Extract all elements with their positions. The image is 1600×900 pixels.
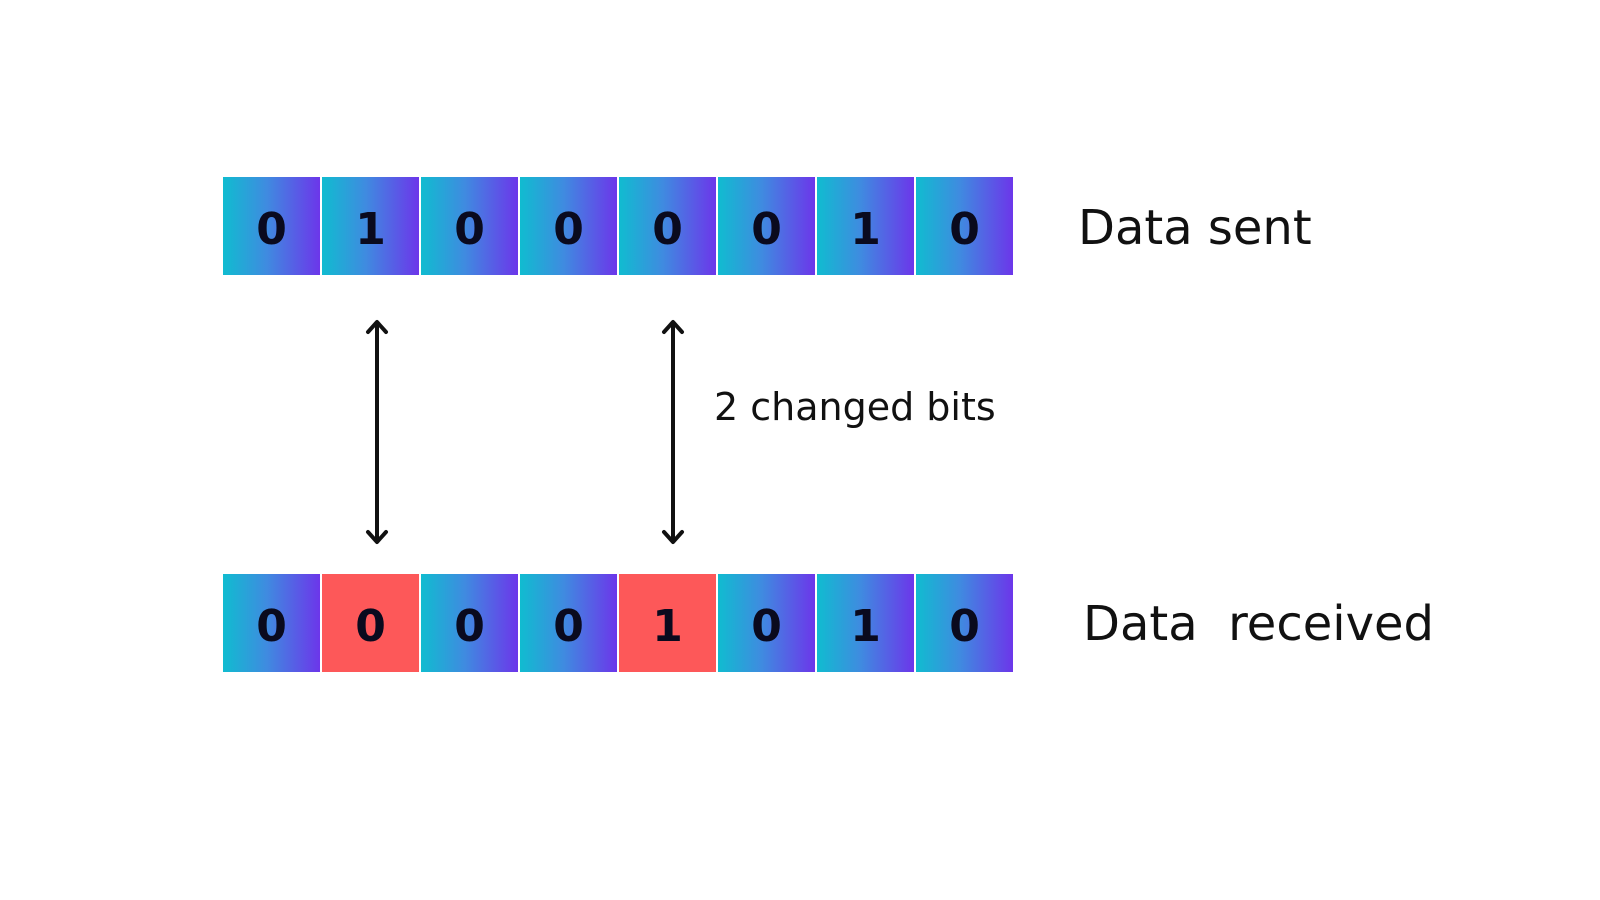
received-bit: 0 bbox=[421, 574, 518, 672]
double-arrow-icon bbox=[662, 320, 684, 544]
sent-bit: 0 bbox=[916, 177, 1013, 275]
received-bits-row: 0 0 0 0 1 0 1 0 bbox=[223, 574, 1013, 672]
sent-bit: 0 bbox=[718, 177, 815, 275]
sent-bit: 1 bbox=[817, 177, 914, 275]
received-bit: 0 bbox=[520, 574, 617, 672]
data-received-label: Data received bbox=[1083, 596, 1434, 652]
sent-bit: 0 bbox=[619, 177, 716, 275]
sent-bit: 0 bbox=[520, 177, 617, 275]
received-bit: 0 bbox=[223, 574, 320, 672]
changed-bits-annotation: 2 changed bits bbox=[714, 385, 996, 429]
received-bit: 0 bbox=[916, 574, 1013, 672]
received-bit: 1 bbox=[817, 574, 914, 672]
sent-bits-row: 0 1 0 0 0 0 1 0 bbox=[223, 177, 1013, 275]
data-sent-label: Data sent bbox=[1078, 200, 1312, 256]
received-bit: 0 bbox=[718, 574, 815, 672]
double-arrow-icon bbox=[366, 320, 388, 544]
sent-bit: 0 bbox=[421, 177, 518, 275]
sent-bit: 0 bbox=[223, 177, 320, 275]
received-bit: 1 bbox=[619, 574, 716, 672]
received-bit: 0 bbox=[322, 574, 419, 672]
sent-bit: 1 bbox=[322, 177, 419, 275]
